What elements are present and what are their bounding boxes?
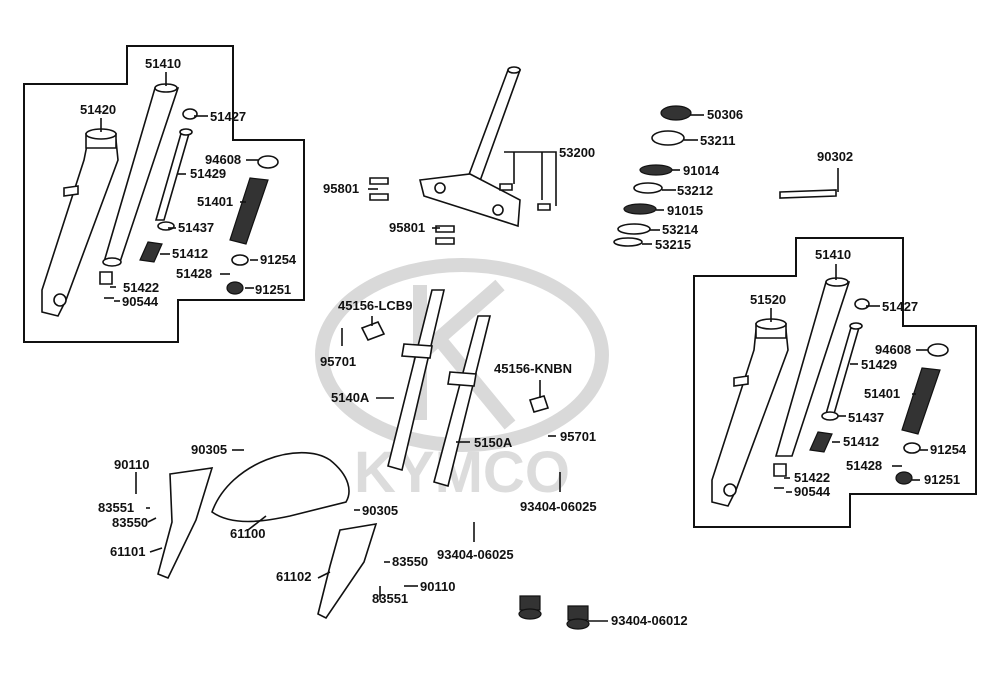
part-label-90305[interactable]: 90305: [362, 503, 399, 518]
part-label-50306[interactable]: 50306: [707, 107, 744, 122]
left-fork-parts: [41, 83, 279, 317]
part-label-93404-06025[interactable]: 93404-06025: [437, 547, 514, 562]
part-label-45156-knbn[interactable]: 45156-KNBN: [494, 361, 573, 376]
part-label-51428[interactable]: 51428: [846, 458, 883, 473]
part-label-95801[interactable]: 95801: [389, 220, 426, 235]
part-label-51520[interactable]: 51520: [750, 292, 787, 307]
part-label-91254[interactable]: 91254: [930, 442, 967, 457]
part-label-90110[interactable]: 90110: [420, 579, 456, 594]
part-label-45156-lcb9[interactable]: 45156-LCB9: [338, 298, 413, 313]
part-label-91251[interactable]: 91251: [255, 282, 292, 297]
part-label-83551[interactable]: 83551: [372, 591, 409, 606]
part-label-94608[interactable]: 94608: [205, 152, 242, 167]
part-label-91251[interactable]: 91251: [924, 472, 961, 487]
part-label-51422[interactable]: 51422: [794, 470, 831, 485]
part-label-53215[interactable]: 53215: [655, 237, 692, 252]
part-label-90305[interactable]: 90305: [191, 442, 228, 457]
part-label-51427[interactable]: 51427: [882, 299, 919, 314]
part-label-51420[interactable]: 51420: [80, 102, 117, 117]
part-label-91015[interactable]: 91015: [667, 203, 704, 218]
leader-lines: [100, 72, 928, 622]
kymco-watermark-logo: KYMCO: [315, 258, 609, 505]
part-label-83550[interactable]: 83550: [112, 515, 149, 530]
part-label-51437[interactable]: 51437: [848, 410, 885, 425]
part-label-95801[interactable]: 95801: [323, 181, 360, 196]
watermark-text: KYMCO: [354, 440, 570, 505]
left-fork-group-box: [23, 45, 305, 343]
part-label-53212[interactable]: 53212: [677, 183, 714, 198]
part-label-51410[interactable]: 51410: [815, 247, 852, 262]
part-label-5140a[interactable]: 5140A: [331, 390, 370, 405]
part-label-51429[interactable]: 51429: [190, 166, 227, 181]
part-label-51429[interactable]: 51429: [861, 357, 898, 372]
part-label-51401[interactable]: 51401: [864, 386, 901, 401]
part-label-90544[interactable]: 90544: [794, 484, 831, 499]
part-label-95701[interactable]: 95701: [320, 354, 357, 369]
right-fork-group-box: [693, 237, 977, 528]
part-label-51422[interactable]: 51422: [123, 280, 160, 295]
center-fork-tubes: [360, 289, 550, 487]
part-label-51410[interactable]: 51410: [145, 56, 182, 71]
part-label-5150a[interactable]: 5150A: [474, 435, 513, 450]
part-label-51412[interactable]: 51412: [843, 434, 880, 449]
part-label-91014[interactable]: 91014: [683, 163, 720, 178]
part-label-93404-06025[interactable]: 93404-06025: [520, 499, 597, 514]
fender-parts: [157, 451, 561, 620]
part-label-51428[interactable]: 51428: [176, 266, 213, 281]
part-label-53214[interactable]: 53214: [662, 222, 699, 237]
part-label-61102[interactable]: 61102: [276, 569, 312, 584]
part-label-53200[interactable]: 53200: [559, 145, 596, 160]
right-fork-parts: [711, 277, 949, 507]
part-label-51412[interactable]: 51412: [172, 246, 209, 261]
bottom-bolts: [518, 595, 590, 630]
steering-stem-parts: [369, 66, 551, 245]
part-label-91254[interactable]: 91254: [260, 252, 297, 267]
part-label-61100[interactable]: 61100: [230, 526, 266, 541]
part-label-90302[interactable]: 90302: [817, 149, 854, 164]
part-label-90544[interactable]: 90544: [122, 294, 159, 309]
part-label-83550[interactable]: 83550: [392, 554, 429, 569]
part-label-95701[interactable]: 95701: [560, 429, 597, 444]
part-label-51401[interactable]: 51401: [197, 194, 234, 209]
part-label-61101[interactable]: 61101: [110, 544, 146, 559]
part-label-53211[interactable]: 53211: [700, 133, 736, 148]
part-label-51437[interactable]: 51437: [178, 220, 215, 235]
part-label-90110[interactable]: 90110: [114, 457, 150, 472]
part-label-51427[interactable]: 51427: [210, 109, 247, 124]
part-label-93404-06012[interactable]: 93404-06012: [611, 613, 688, 628]
bearing-stack-parts: [613, 105, 837, 247]
part-label-94608[interactable]: 94608: [875, 342, 912, 357]
part-label-83551[interactable]: 83551: [98, 500, 135, 515]
